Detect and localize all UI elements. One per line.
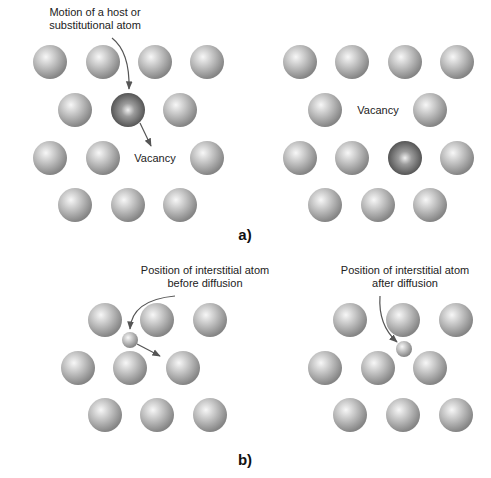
host-atom (163, 93, 197, 127)
interstitial-atom (396, 341, 412, 357)
leader-line (380, 296, 397, 342)
host-atom (413, 188, 447, 222)
host-atom (361, 188, 395, 222)
host-atom (193, 398, 227, 432)
host-atom (333, 303, 367, 337)
host-atom (88, 303, 122, 337)
host-atom (386, 303, 420, 337)
host-atom (58, 188, 92, 222)
host-atom (58, 93, 92, 127)
vacancy-label: Vacancy (348, 104, 408, 117)
interstitial-atom (122, 332, 138, 348)
host-atom (111, 188, 145, 222)
part-label: a) (225, 226, 265, 244)
host-atom (439, 398, 473, 432)
host-atom (388, 45, 422, 79)
leader-label: Motion of a host or substitutional atom (30, 6, 160, 32)
host-atom (166, 351, 200, 385)
leader-line (130, 296, 175, 329)
host-atom (190, 141, 224, 175)
host-atom (88, 398, 122, 432)
leader-label: Position of interstitial atom before dif… (135, 264, 275, 290)
host-atom (33, 45, 67, 79)
host-atom (440, 45, 474, 79)
host-atom (335, 141, 369, 175)
part-label: b) (225, 451, 265, 469)
host-atom (190, 45, 224, 79)
host-atom (86, 45, 120, 79)
host-atom (193, 303, 227, 337)
host-atom (113, 351, 147, 385)
atom-lattice (33, 45, 474, 432)
host-atom (140, 303, 174, 337)
moving-atom (388, 141, 422, 175)
host-atom (140, 398, 174, 432)
host-atom (308, 188, 342, 222)
motion-arrow (140, 123, 151, 146)
moving-atom (111, 93, 145, 127)
host-atom (61, 351, 95, 385)
vacancy-label: Vacancy (125, 152, 185, 165)
host-atom (333, 398, 367, 432)
host-atom (413, 351, 447, 385)
host-atom (335, 45, 369, 79)
host-atom (283, 141, 317, 175)
host-atom (440, 141, 474, 175)
host-atom (439, 303, 473, 337)
host-atom (138, 45, 172, 79)
host-atom (283, 45, 317, 79)
host-atom (361, 351, 395, 385)
host-atom (86, 141, 120, 175)
host-atom (386, 398, 420, 432)
host-atom (163, 188, 197, 222)
host-atom (308, 351, 342, 385)
leader-line (112, 38, 129, 89)
host-atom (33, 141, 67, 175)
host-atom (308, 93, 342, 127)
leader-label: Position of interstitial atom after diff… (340, 264, 470, 290)
motion-arrow (137, 344, 160, 356)
host-atom (413, 93, 447, 127)
